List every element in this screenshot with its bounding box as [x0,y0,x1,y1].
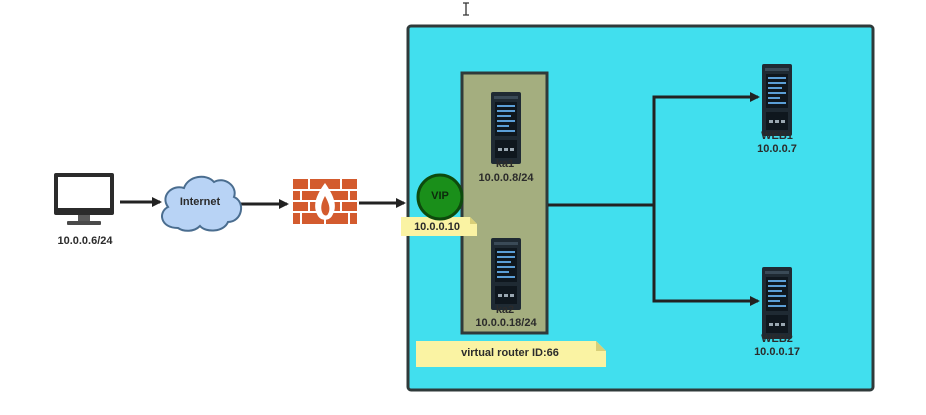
web1-server-icon [762,64,792,136]
client-ip-label: 10.0.0.6/24 [57,235,113,247]
web1-ip-label: 10.0.0.7 [757,143,797,155]
vip-label: VIP [431,190,449,202]
firewall-icon [293,179,357,224]
text-cursor-icon [463,2,469,16]
ka1-ip-label: 10.0.0.8/24 [478,172,534,184]
to-web1-arrow [652,92,760,205]
vip-ip-label: 10.0.0.10 [414,221,460,233]
cloud-icon [161,175,243,232]
internet-label: Internet [179,196,221,208]
to-web2-arrow [652,205,760,306]
web2-ip-label: 10.0.0.17 [754,346,800,358]
web1-name-label: WEB1 [761,130,793,142]
ka2-server-icon [491,238,521,310]
ka2-name-label: ka2 [495,304,515,316]
ka1-name-label: ka1 [495,158,515,170]
monitor-icon [54,173,114,225]
vip-note [401,217,477,236]
virtual-router-note [416,341,606,367]
ka1-server-icon [491,92,521,164]
web2-name-label: WEB2 [761,333,793,345]
ka2-ip-label: 10.0.0.18/24 [475,317,537,329]
web2-server-icon [762,267,792,339]
virtual-router-label: virtual router ID:66 [461,347,559,359]
vip-circle [416,173,464,221]
